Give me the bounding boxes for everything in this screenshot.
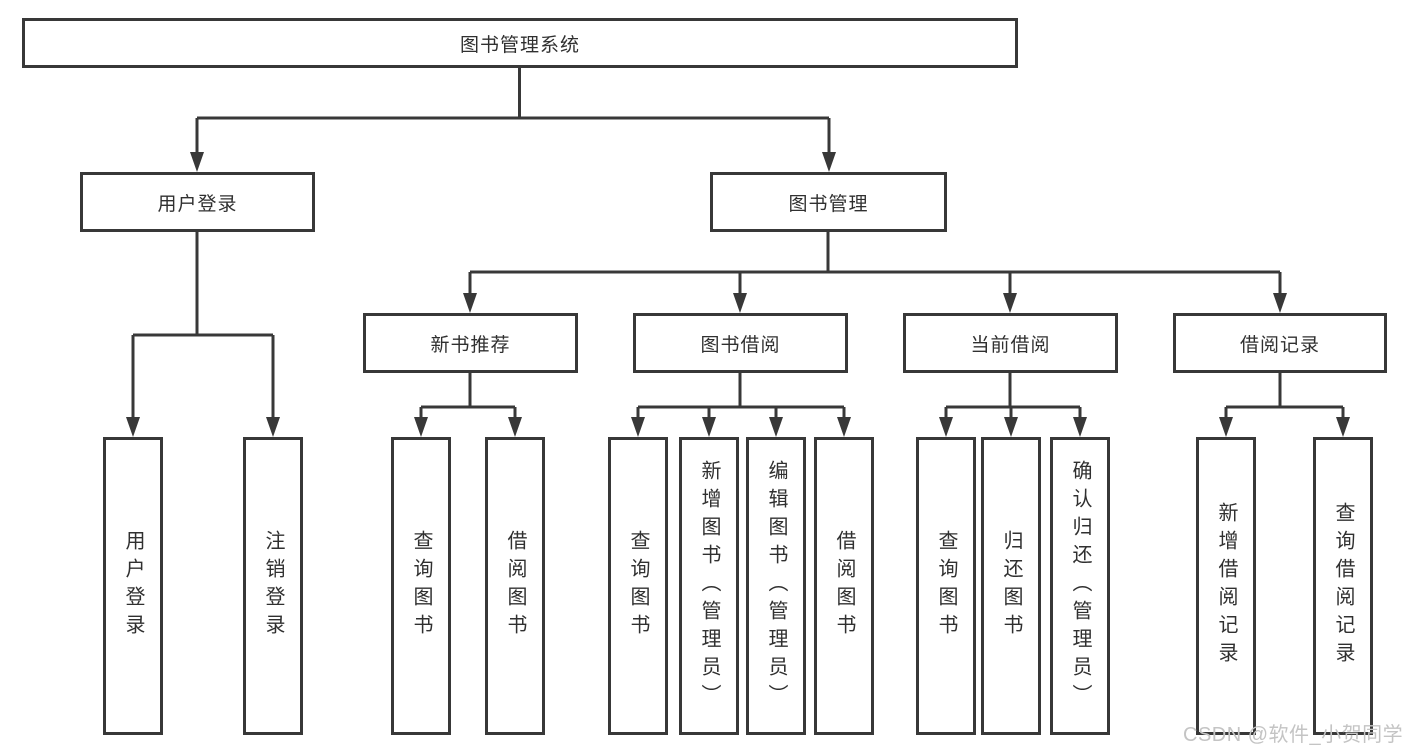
connector-arrowheads: [126, 152, 1350, 437]
node-new-book-recommend: 新书推荐: [363, 313, 578, 373]
node-label: 图书管理: [788, 193, 869, 215]
node-label: 查询图书: [410, 530, 432, 642]
node-current-borrowing: 当前借阅: [903, 313, 1118, 373]
node-label: 新增图书（管理员）: [698, 460, 720, 712]
node-label: 借阅图书: [504, 530, 526, 642]
node-library-management-system: 图书管理系统: [22, 18, 1018, 68]
leaf-query-books-current: 查询图书: [916, 437, 976, 735]
node-label: 当前借阅: [970, 334, 1051, 356]
node-label: 编辑图书（管理员）: [765, 460, 787, 712]
leaf-query-borrow-record: 查询借阅记录: [1313, 437, 1373, 735]
node-label: 图书管理系统: [459, 34, 580, 56]
leaf-confirm-return-admin: 确认归还（管理员）: [1050, 437, 1110, 735]
leaf-borrow-books: 借阅图书: [814, 437, 874, 735]
node-label: 用户登录: [157, 193, 238, 215]
node-label: 查询图书: [935, 530, 957, 642]
node-label: 查询图书: [627, 530, 649, 642]
node-book-management: 图书管理: [710, 172, 947, 232]
node-label: 归还图书: [1000, 530, 1022, 642]
leaf-query-books-borrowing: 查询图书: [608, 437, 668, 735]
leaf-logout: 注销登录: [243, 437, 303, 735]
leaf-query-books-recommend: 查询图书: [391, 437, 451, 735]
leaf-add-book-admin: 新增图书（管理员）: [679, 437, 739, 735]
leaf-borrow-books-recommend: 借阅图书: [485, 437, 545, 735]
csdn-watermark: CSDN @软件_小贺同学: [1183, 724, 1404, 746]
node-label: 新书推荐: [430, 334, 511, 356]
node-label: 确认归还（管理员）: [1069, 460, 1091, 712]
node-label: 新增借阅记录: [1215, 502, 1237, 670]
connector-segments: [131, 68, 1345, 421]
node-label: 图书借阅: [700, 334, 781, 356]
node-label: 注销登录: [262, 530, 284, 642]
leaf-edit-book-admin: 编辑图书（管理员）: [746, 437, 806, 735]
node-borrowing-records: 借阅记录: [1173, 313, 1387, 373]
node-label: 查询借阅记录: [1332, 502, 1354, 670]
node-label: 用户登录: [122, 530, 144, 642]
node-book-borrowing: 图书借阅: [633, 313, 848, 373]
leaf-return-book: 归还图书: [981, 437, 1041, 735]
node-label: 借阅记录: [1239, 334, 1320, 356]
node-user-login: 用户登录: [80, 172, 315, 232]
node-label: 借阅图书: [833, 530, 855, 642]
leaf-add-borrow-record: 新增借阅记录: [1196, 437, 1256, 735]
leaf-user-login: 用户登录: [103, 437, 163, 735]
